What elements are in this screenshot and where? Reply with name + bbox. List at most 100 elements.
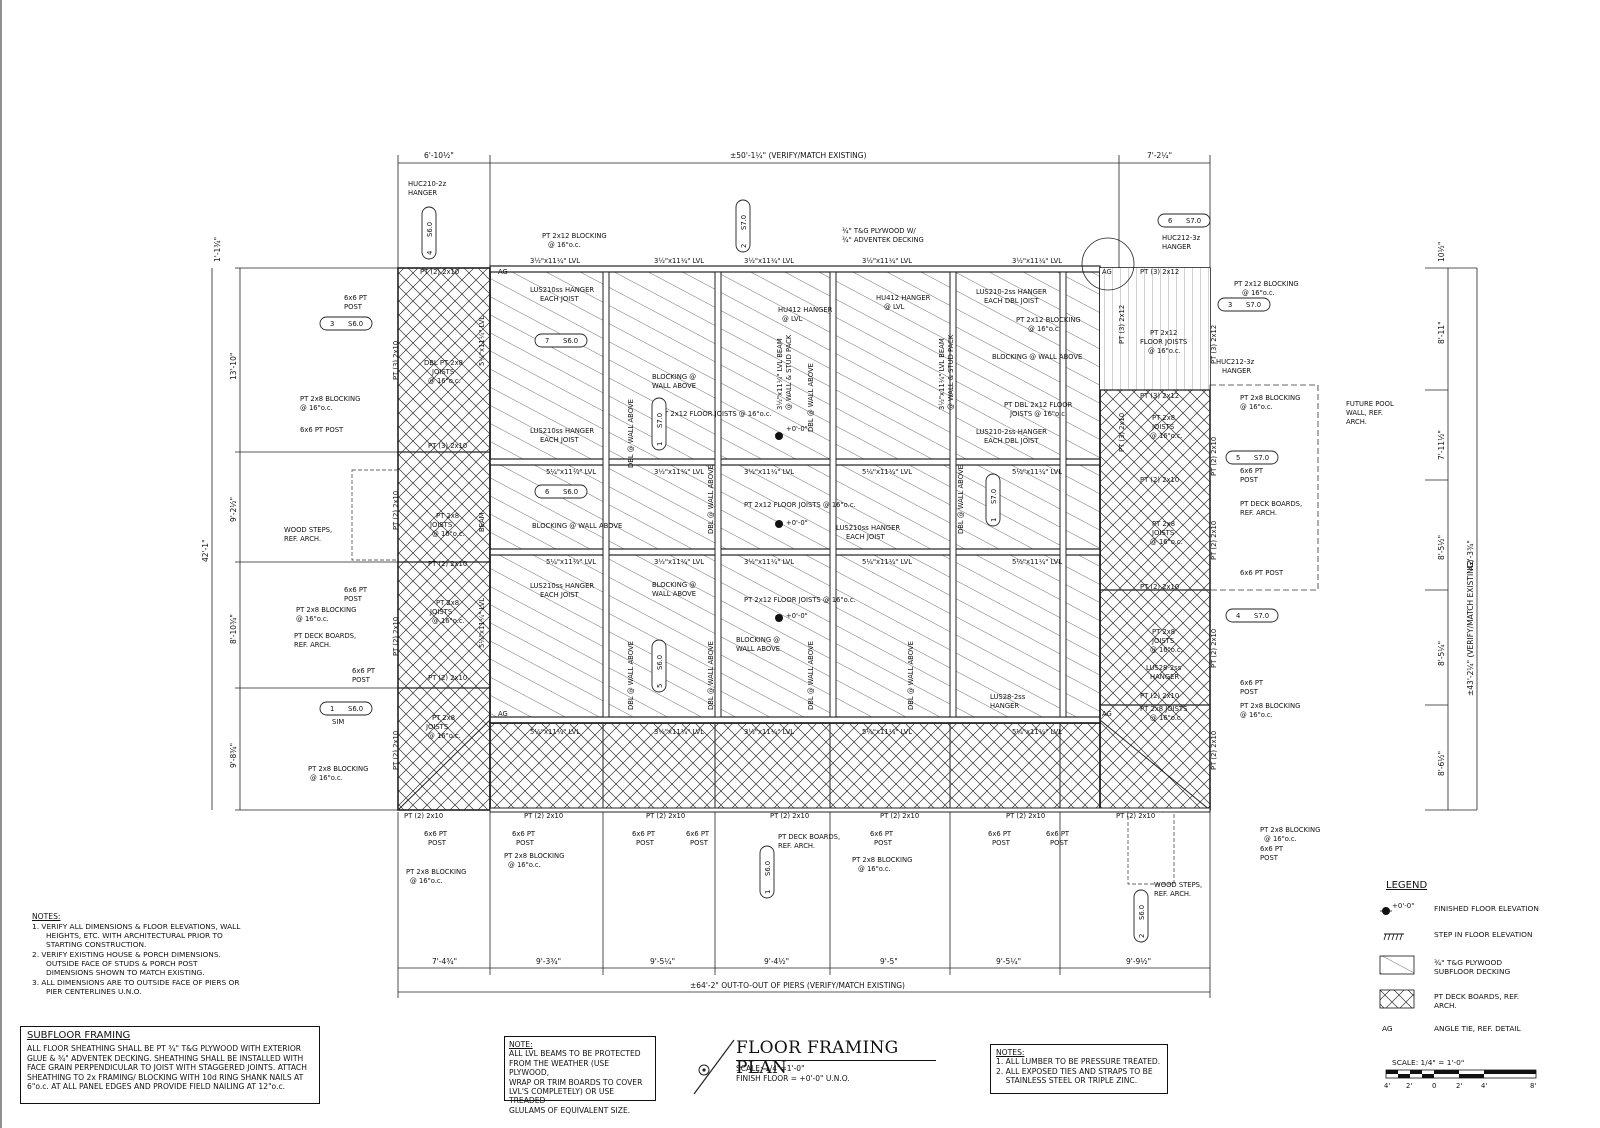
section-tag-4-s6-top[interactable]: 4 S6.0 — [421, 206, 437, 260]
post-b2: 6x6 PT — [512, 830, 536, 838]
ag-3: AG — [498, 710, 508, 718]
lumber-note-2: 2. ALL EXPOSED TIES AND STRAPS TO BE — [996, 1066, 1153, 1076]
right-porch — [1099, 267, 1211, 811]
lvl54-v1: 5¼"x11¼" LVL — [478, 316, 486, 366]
lvl-r3-1: 3½"x11¼" LVL — [654, 558, 704, 566]
step-elevation-icon — [1383, 933, 1404, 941]
wood-steps-bottom — [1127, 811, 1175, 885]
ff-elev-3: +0'-0" — [786, 612, 808, 620]
left-porch — [397, 267, 491, 811]
section-tag-5-s7[interactable]: 5 S7.0 — [1225, 450, 1279, 465]
pt-2x12-blocking-r-oc: @ 16"o.c. — [1028, 325, 1061, 333]
dim-right-total: 42'-3¾" — [1466, 540, 1475, 570]
blocking-1-wall: WALL ABOVE — [652, 382, 696, 390]
tag-a-sheet: S6.0 — [426, 222, 434, 237]
lvl-r2-1: 3½"x11¼" LVL — [654, 468, 704, 476]
section-tag-3-s6-left[interactable]: 3 S6.0 — [319, 316, 373, 331]
dim-left-3: 8'-10¾" — [229, 614, 238, 644]
lvl-r3-2: 3½"x11¼" LVL — [744, 558, 794, 566]
section-tag-3-s7[interactable]: 3 S7.0 — [1217, 297, 1271, 312]
tick-0: 4' — [1384, 1082, 1391, 1090]
dbl-pt-2x8-oc: @ 16"o.c. — [428, 377, 461, 385]
lus210-1: LUS210ss HANGER — [530, 286, 594, 294]
tag-j-sheet: S7.0 — [990, 489, 998, 504]
sim-label: SIM — [332, 718, 344, 726]
wood-steps-left — [351, 469, 399, 561]
dim-bottom-4: 9'-5" — [880, 957, 898, 966]
section-tag-1-s6-bottom[interactable]: 1 S6.0 — [759, 845, 775, 899]
lus210-2: LUS210ss HANGER — [530, 427, 594, 435]
subfloor-line-4: SHEATHING TO 2x FRAMING/ BLOCKING WITH 1… — [27, 1072, 304, 1082]
pt-2x8-blocking-l2-oc: @ 16"o.c. — [296, 615, 329, 623]
post-b3: 6x6 PT — [632, 830, 656, 838]
pt3-2x10-v: PT (3) 2x10 — [392, 341, 400, 380]
dbl-wall-2: DBL @ WALL ABOVE — [807, 363, 815, 432]
pt-2x8-blocking-l3-oc: @ 16"o.c. — [310, 774, 343, 782]
section-tag-4-s7[interactable]: 4 S7.0 — [1225, 608, 1279, 623]
dbl-pt-2x8: DBL PT 2x8 — [424, 359, 463, 367]
ag-1: AG — [498, 268, 508, 276]
tag-d-sheet: S6.0 — [348, 320, 363, 328]
section-tag-5-s6[interactable]: 5 S6.0 — [651, 639, 667, 693]
tag-m-sheet: S6.0 — [348, 705, 363, 713]
huc212-rp-hanger: HANGER — [1222, 367, 1251, 375]
pt-2x8-r3-joists: JOISTS — [1151, 637, 1174, 645]
blocking-1: BLOCKING @ — [652, 373, 696, 381]
pt-2x8-joists-r: PT 2x8 JOISTS — [1140, 705, 1187, 713]
legend-row-deck: PT DECK BOARDS, REF. ARCH. — [1370, 988, 1580, 1014]
drawing-title: FLOOR FRAMING PLAN SCALE: 1/4"=1'-0" FIN… — [684, 1016, 944, 1086]
wood-steps-l: WOOD STEPS, — [284, 526, 332, 534]
lvl-r3-4: 5¼"x11¼" LVL — [1012, 558, 1062, 566]
section-tag-6-s7[interactable]: 6 S7.0 — [1157, 213, 1211, 228]
section-tag-2-s7-top[interactable]: 2 S7.0 — [735, 199, 751, 253]
deck-r-ref: REF. ARCH. — [1240, 509, 1277, 517]
post-r1b: POST — [1240, 476, 1259, 484]
pt-2x12-joists-2: PT 2x12 FLOOR JOISTS @ 16"o.c. — [744, 501, 856, 509]
tag-o-num: 2 — [1138, 934, 1146, 938]
dbl-wall-6: DBL @ WALL ABOVE — [707, 641, 715, 710]
dim-top-center: ±50'-1¼" (VERIFY/MATCH EXISTING) — [730, 151, 867, 160]
section-tag-2-s6-bottom[interactable]: 2 S6.0 — [1133, 889, 1149, 943]
legend-ff-symbol-text: +0'-0" — [1392, 902, 1415, 910]
pt3-2x12-vr: PT (3) 2x12 — [1210, 325, 1218, 364]
pt3-2x12-v: PT (3) 2x12 — [1118, 305, 1126, 344]
pt2-2x10-v2: PT (2) 2x10 — [392, 617, 400, 656]
lumber-notes-box: NOTES: 1. ALL LUMBER TO BE PRESSURE TREA… — [990, 1044, 1168, 1094]
lvl-r2-2: 3½"x11¼" LVL — [744, 468, 794, 476]
tag-e-sheet: S6.0 — [563, 337, 578, 345]
pt3-2x12-top: PT (3) 2x12 — [1140, 268, 1179, 276]
section-tag-1-s7-b[interactable]: 1 S7.0 — [985, 473, 1001, 527]
pt2-2x10-vr3: PT (2) 2x10 — [1210, 629, 1218, 668]
blocking-wall-r: BLOCKING @ WALL ABOVE — [992, 353, 1082, 361]
pt2-2x10-vr2: PT (2) 2x10 — [1210, 521, 1218, 560]
lus210-2ss-2: LUS210-2ss HANGER — [976, 428, 1047, 436]
section-tag-6-s6[interactable]: 6 S6.0 — [534, 484, 588, 499]
lvl-beam-b1: 3½"x11¼" LVL BEAM — [938, 338, 946, 410]
post-b7b: POST — [1050, 839, 1069, 847]
tag-f-num: 3 — [1228, 301, 1232, 309]
pt2-2x10-b3: PT (2) 2x10 — [770, 812, 809, 820]
lvl-r1-2: 3½"x11¼" LVL — [744, 257, 794, 265]
lvl-r2-3: 5¼"x11¼" LVL — [862, 468, 912, 476]
pt-2x8-r1-oc: @ 16"o.c. — [1150, 432, 1183, 440]
pt-2x8-blocking-b4-oc: @ 16"o.c. — [1264, 835, 1297, 843]
lvl-r3-0: 5¼"x11¼" LVL — [546, 558, 596, 566]
dim-top-right: 7'-2¼" — [1147, 151, 1172, 160]
pt2-2x10-b2: PT (2) 2x10 — [646, 812, 685, 820]
section-tag-1-s7-a[interactable]: 1 S7.0 — [651, 397, 667, 451]
post-b5b: POST — [874, 839, 893, 847]
pt-2x8-l2-oc: @ 16"o.c. — [432, 617, 465, 625]
hu412-2-lvl: @ LVL — [884, 303, 905, 311]
pt-2x8-blocking-l2: PT 2x8 BLOCKING — [296, 606, 356, 614]
wood-steps-b: WOOD STEPS, — [1154, 881, 1202, 889]
tick-1: 2' — [1406, 1082, 1413, 1090]
tag-g-sheet: S7.0 — [656, 413, 664, 428]
section-tag-1-s6-left[interactable]: 1 S6.0 — [319, 701, 373, 716]
pt2-2x10-b0: PT (2) 2x10 — [404, 812, 443, 820]
pt-2x8-blocking-b2-oc: @ 16"o.c. — [410, 877, 443, 885]
tick-2: 0 — [1432, 1082, 1437, 1090]
section-tag-7-s6[interactable]: 7 S6.0 — [534, 333, 588, 348]
pt-2x8-r2-joists: JOISTS — [1151, 529, 1174, 537]
pt-2x8-l3-oc: @ 16"o.c. — [428, 732, 461, 740]
pt-2x8-l2-joists: JOISTS — [429, 608, 452, 616]
